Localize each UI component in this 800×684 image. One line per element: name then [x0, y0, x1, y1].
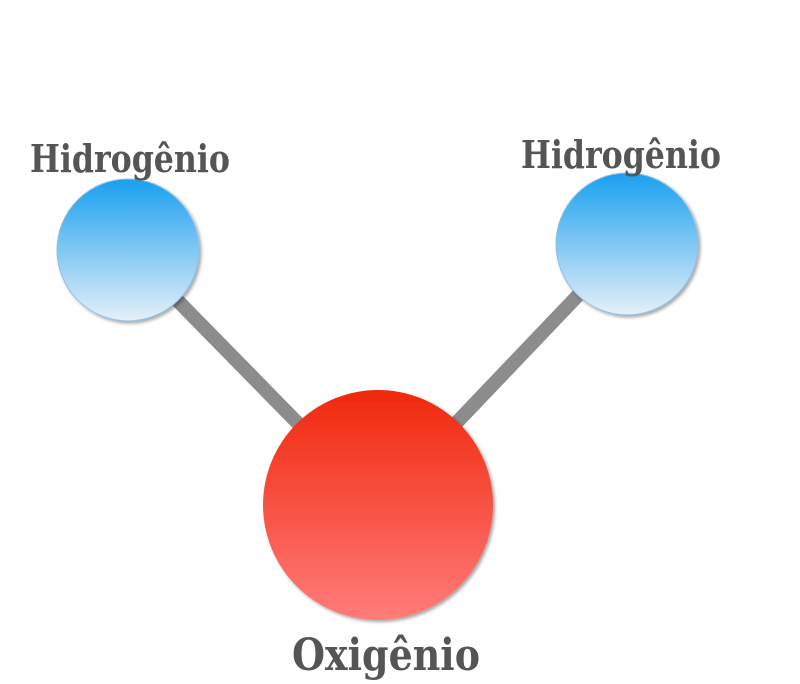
hydrogen-atom-right — [555, 172, 699, 316]
hydrogen-label-left: Hidrogênio — [30, 136, 230, 181]
hydrogen-atom-left — [56, 178, 200, 322]
oxygen-atom — [263, 390, 493, 620]
oxygen-label: Oxigênio — [292, 630, 480, 681]
hydrogen-label-right: Hidrogênio — [521, 132, 721, 177]
